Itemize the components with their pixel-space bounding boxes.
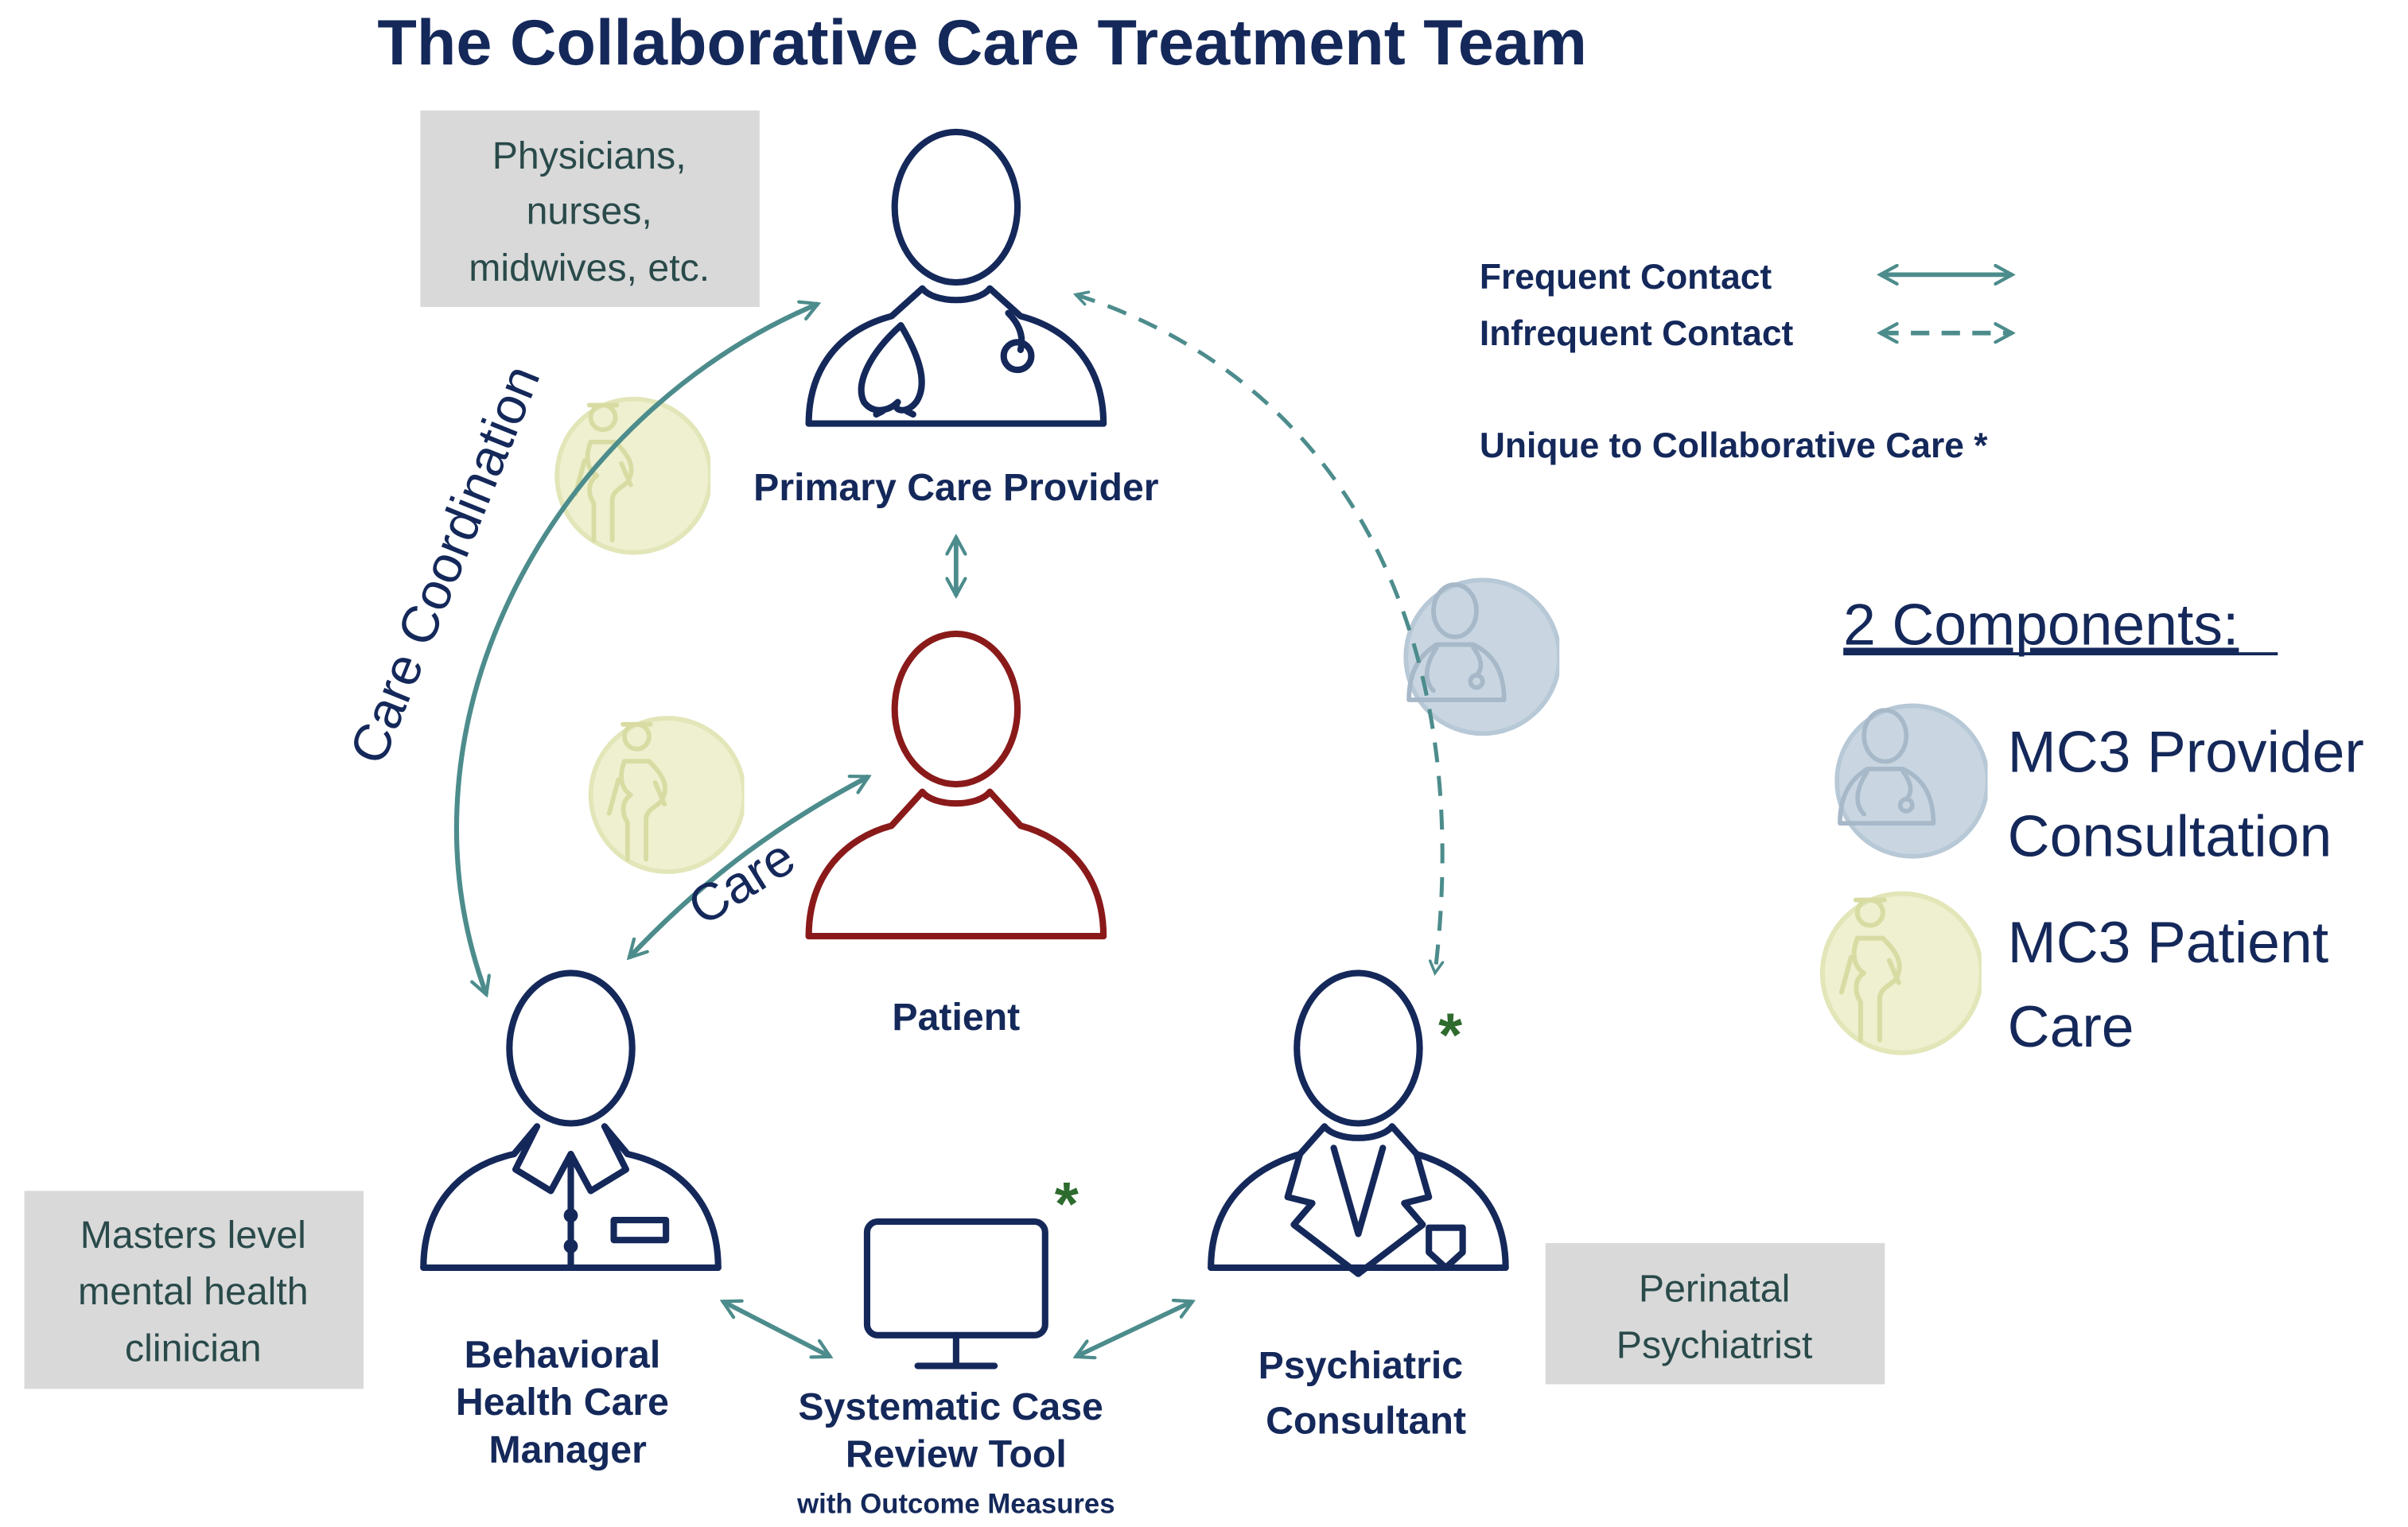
- gray-box-line: clinician: [125, 1327, 262, 1370]
- component-line: MC3 Provider: [2008, 720, 2364, 785]
- gray-box-line: Psychiatrist: [1616, 1324, 1813, 1367]
- bhcm-label-line: Manager: [488, 1428, 647, 1471]
- gray-box-line: nurses,: [527, 190, 652, 233]
- review-tool-asterisk: *: [1055, 1170, 1079, 1238]
- psychiatric-label-line: Psychiatric: [1258, 1344, 1463, 1387]
- gray-box-line: midwives, etc.: [469, 247, 710, 289]
- legend-unique-label: Unique to Collaborative Care *: [1480, 426, 1988, 465]
- review-tool-label-line: Review Tool: [846, 1433, 1067, 1476]
- legend-infrequent-label: Infrequent Contact: [1480, 314, 1794, 353]
- care-coordination-label: Care Coordination: [338, 357, 550, 771]
- pregnant-woman-badge-icon: [591, 718, 745, 872]
- legend-frequent-label: Frequent Contact: [1480, 258, 1772, 297]
- page-title: The Collaborative Care Treatment Team: [377, 7, 1587, 79]
- components-heading: 2 Components:: [1843, 592, 2239, 657]
- bhcm-label-line: Health Care: [456, 1381, 669, 1424]
- component-line: MC3 Patient: [2008, 910, 2328, 975]
- components-panel: 2 Components: MC3 Provider Consultation …: [1823, 592, 2364, 1059]
- bhcm-label-line: Behavioral: [465, 1333, 661, 1376]
- gray-box-line: mental health: [78, 1270, 309, 1313]
- care-arrow: [629, 774, 869, 958]
- pregnant-woman-badge-icon: [1823, 894, 1982, 1053]
- bhcm-label: Behavioral Health Care Manager: [456, 1333, 679, 1471]
- pregnant-woman-badge-icon: [557, 399, 710, 553]
- provider-badge-icon: [1837, 705, 1987, 856]
- gray-box-line: Perinatal: [1639, 1267, 1790, 1310]
- doctor-stethoscope-icon: [805, 128, 1107, 427]
- gray-box-masters: Masters level mental health clinician: [24, 1191, 364, 1389]
- psychiatric-label-line: Consultant: [1266, 1399, 1466, 1442]
- component-line: Care: [2008, 994, 2134, 1059]
- infrequent-contact-arrow: [1076, 294, 1445, 973]
- doctor-coat-icon: [1208, 969, 1509, 1277]
- gray-box-line: Physicians,: [492, 134, 687, 177]
- component-line: Consultation: [2008, 804, 2332, 869]
- monitor-icon: [863, 1218, 1048, 1370]
- review-tool-sublabel: with Outcome Measures: [796, 1490, 1115, 1520]
- care-coordination-arrow: [453, 304, 818, 994]
- review-tool-label-line: Systematic Case: [798, 1385, 1103, 1428]
- gray-box-line: Masters level: [80, 1214, 306, 1257]
- psychiatric-asterisk: *: [1438, 1001, 1462, 1070]
- psychiatric-label: Psychiatric Consultant: [1258, 1344, 1474, 1442]
- patient-label: Patient: [892, 996, 1020, 1039]
- bhcm-tool-arrow: [723, 1301, 831, 1356]
- gray-box-physicians: Physicians, nurses, midwives, etc.: [420, 110, 760, 307]
- review-tool-label: Systematic Case Review Tool: [798, 1385, 1114, 1476]
- legend: Frequent Contact Infrequent Contact Uniq…: [1480, 258, 2013, 465]
- tool-psychiatric-arrow: [1076, 1301, 1192, 1356]
- person-shirt-icon: [420, 969, 722, 1271]
- primary-care-label: Primary Care Provider: [753, 466, 1159, 509]
- person-icon: [805, 630, 1107, 940]
- gray-box-perinatal: Perinatal Psychiatrist: [1545, 1243, 1885, 1385]
